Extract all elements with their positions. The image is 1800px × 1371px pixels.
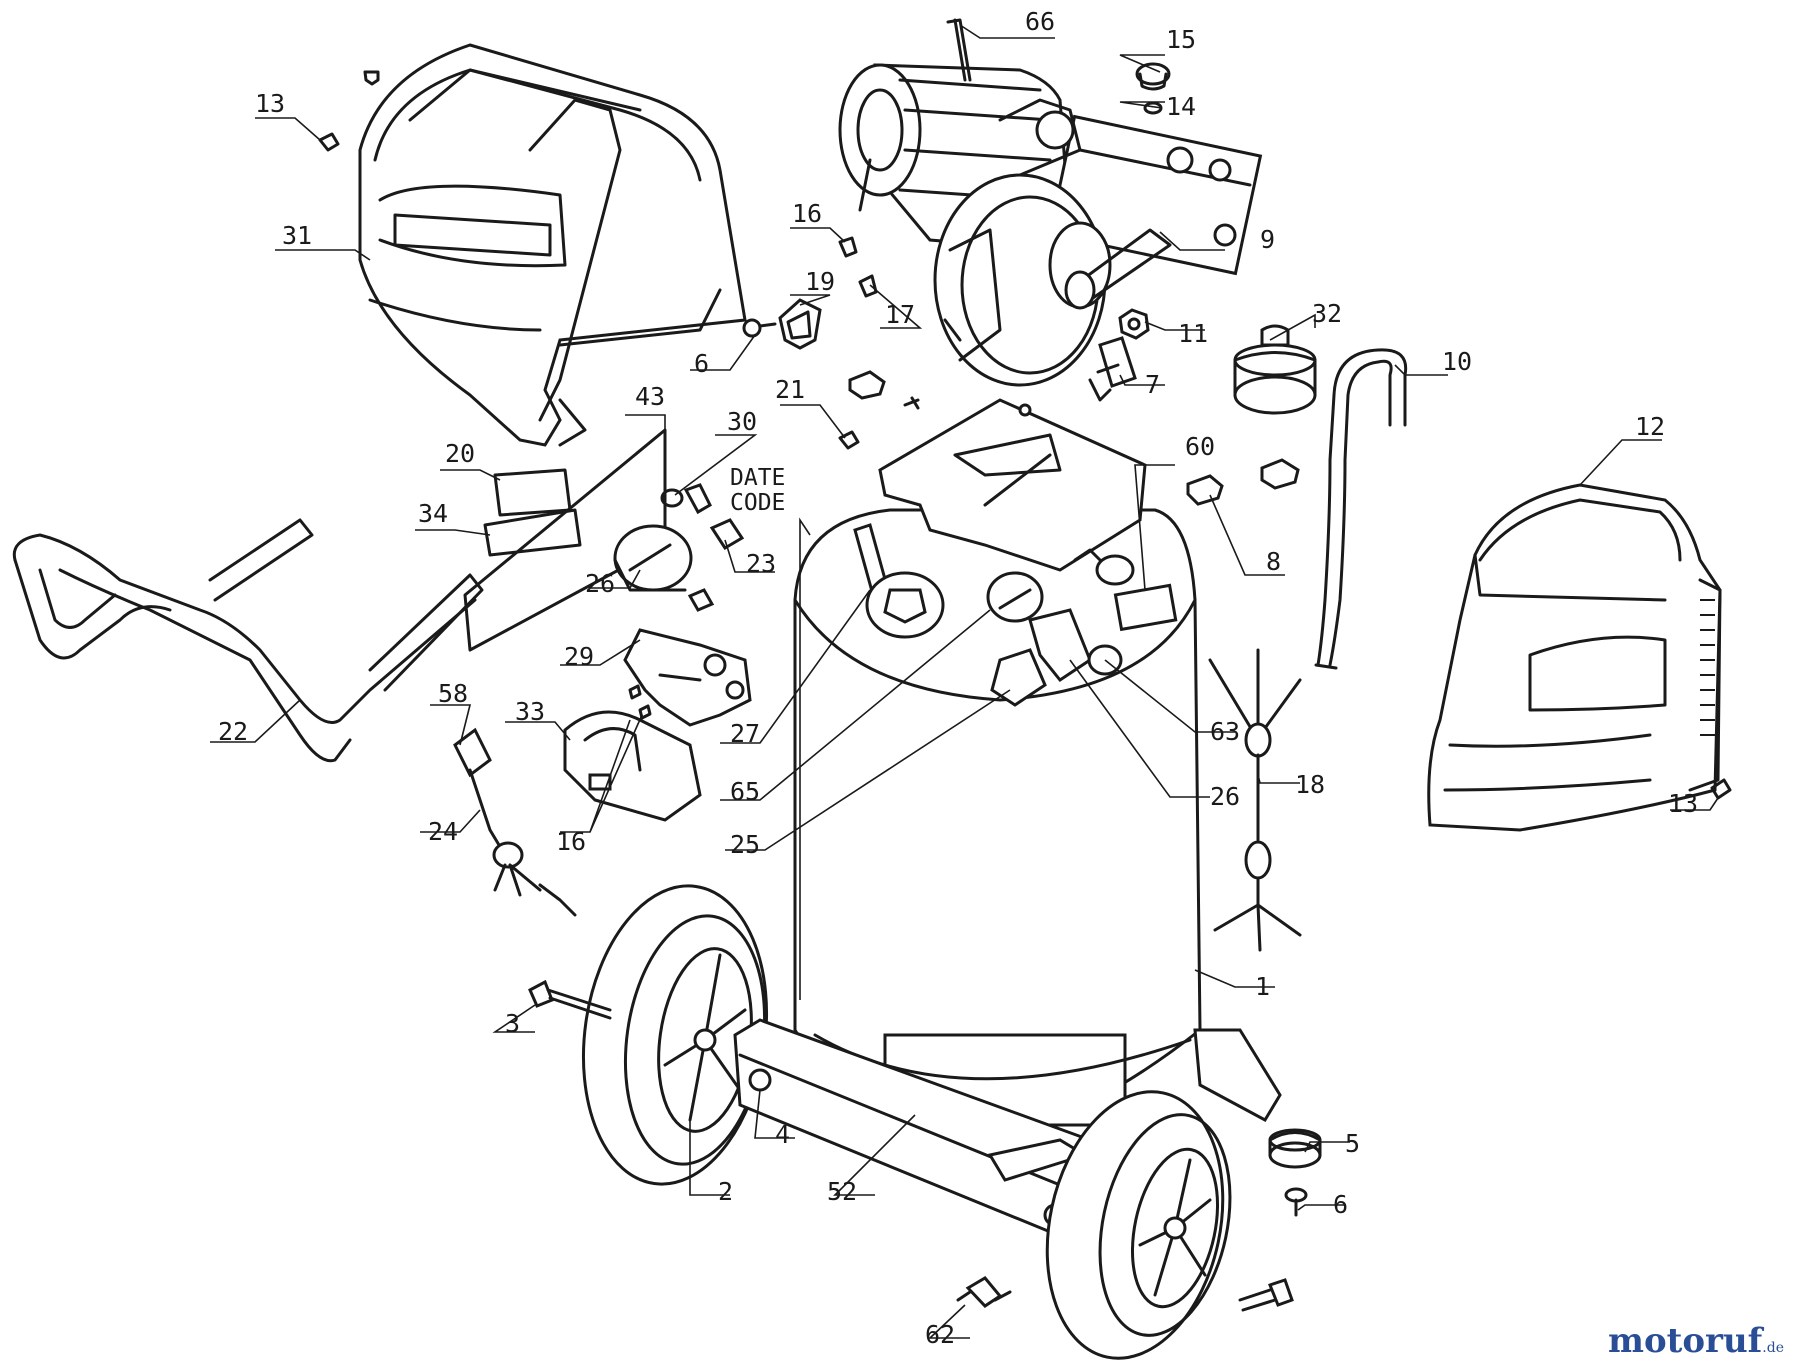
callout-6: 6 xyxy=(694,349,709,378)
part-2-wheel-right xyxy=(1045,1090,1294,1360)
watermark-suffix: .de xyxy=(1762,1340,1784,1356)
part-22-front-handle xyxy=(12,518,484,763)
callout-18: 18 xyxy=(1295,770,1325,799)
part-24-power-cord xyxy=(453,727,577,917)
callout-3: 3 xyxy=(505,1009,520,1038)
watermark-brand: motoruf xyxy=(1608,1321,1763,1361)
watermark-logo: motoruf.de xyxy=(1608,1321,1784,1361)
callout-4: 4 xyxy=(775,1120,790,1149)
callout-63: 63 xyxy=(1210,717,1240,746)
part-33-switch-cover xyxy=(563,710,702,822)
callout-29: 29 xyxy=(564,642,594,671)
callout-13b: 13 xyxy=(1668,789,1698,818)
part-1-tank xyxy=(793,398,1202,1137)
part-4-frame xyxy=(733,1018,1282,1242)
part-2-wheel-left xyxy=(581,884,769,1186)
callout-7: 7 xyxy=(1145,370,1160,399)
part-31-left-shroud xyxy=(358,43,747,447)
callout-5: 5 xyxy=(1345,1129,1360,1158)
callout-11: 11 xyxy=(1178,319,1208,348)
callout-26: 26 xyxy=(585,569,615,598)
callout-30: 30 xyxy=(727,407,757,436)
callout-15: 15 xyxy=(1166,25,1196,54)
part-16-fitting xyxy=(838,236,858,258)
callout-20: 20 xyxy=(445,439,475,468)
part-15-cap xyxy=(1135,62,1171,91)
part-19-bracket xyxy=(778,298,822,350)
part-13-screw-top xyxy=(318,70,380,152)
callout-62: 62 xyxy=(925,1320,955,1349)
part-23-fitting xyxy=(709,518,745,551)
part-8-pads xyxy=(848,370,1300,506)
callout-22: 22 xyxy=(218,717,248,746)
part-10-handle xyxy=(1314,348,1408,670)
callout-27: 27 xyxy=(730,719,760,748)
part-30-ring xyxy=(660,483,712,515)
part-29-pressure-switch xyxy=(623,628,752,727)
callout-31: 31 xyxy=(282,221,312,250)
callout-1: 1 xyxy=(1255,972,1270,1001)
part-12-right-shroud xyxy=(1427,483,1722,832)
callout-12: 12 xyxy=(1635,412,1665,441)
callout-17: 17 xyxy=(885,300,915,329)
part-18-wire-harness xyxy=(1208,648,1302,952)
callout-16b: 16 xyxy=(556,827,586,856)
callout-66: 66 xyxy=(1025,7,1055,36)
date-code-line-2: CODE xyxy=(730,490,785,516)
callout-23: 23 xyxy=(746,549,776,578)
part-34-label xyxy=(483,508,582,557)
callout-6b: 6 xyxy=(1333,1190,1348,1219)
callout-26b: 26 xyxy=(1210,782,1240,811)
callout-34: 34 xyxy=(418,499,448,528)
callout-52: 52 xyxy=(827,1177,857,1206)
callout-2: 2 xyxy=(718,1177,733,1206)
callout-58: 58 xyxy=(438,679,468,708)
callout-60: 60 xyxy=(1185,432,1215,461)
callout-8: 8 xyxy=(1266,547,1281,576)
callout-43: 43 xyxy=(635,382,665,411)
part-21-screw xyxy=(838,430,860,450)
callout-32: 32 xyxy=(1312,299,1342,328)
part-32-air-filter xyxy=(1233,324,1317,415)
leader-lines xyxy=(210,24,1719,1339)
part-7-valve xyxy=(1088,336,1137,402)
date-code-line-1: DATE xyxy=(730,465,785,491)
callout-25: 25 xyxy=(730,830,760,859)
callout-14: 14 xyxy=(1166,92,1196,121)
part-11-nut xyxy=(1118,308,1150,340)
part-17-clip xyxy=(858,274,878,298)
part-3-axle-bolt xyxy=(528,979,612,1020)
part-13-screw-right xyxy=(1710,778,1732,800)
part-6-bolt-bottom xyxy=(1284,1187,1308,1217)
callout-9: 9 xyxy=(1260,225,1275,254)
callout-13: 13 xyxy=(255,89,285,118)
callout-numbers: 66 15 14 13 31 16 9 19 17 11 32 6 7 10 2… xyxy=(218,7,1698,1349)
callout-19: 19 xyxy=(805,267,835,296)
callout-21: 21 xyxy=(775,375,805,404)
callout-33: 33 xyxy=(515,697,545,726)
part-20-label xyxy=(493,468,572,517)
part-62-drain-valve xyxy=(956,1276,1012,1308)
part-66-motor xyxy=(838,18,1263,387)
part-6-bolt xyxy=(742,318,777,338)
part-26-gauge-left xyxy=(613,524,715,612)
callout-10: 10 xyxy=(1442,347,1472,376)
callout-65: 65 xyxy=(730,777,760,806)
part-5-rubber-foot xyxy=(1268,1128,1322,1169)
callout-16: 16 xyxy=(792,199,822,228)
callout-24: 24 xyxy=(428,817,458,846)
